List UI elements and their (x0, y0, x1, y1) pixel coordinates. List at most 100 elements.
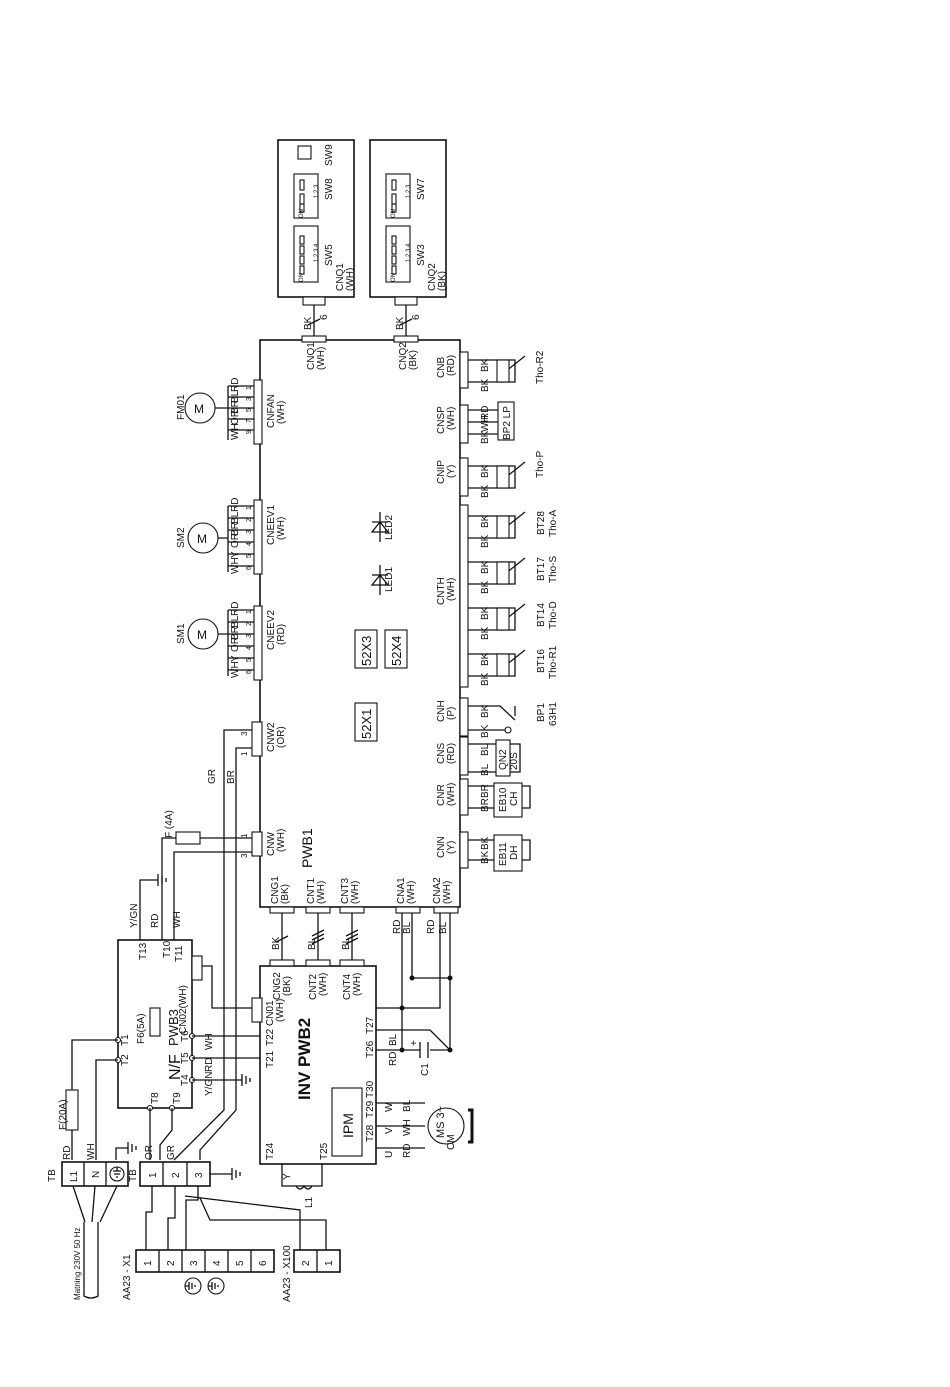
led1-icon (370, 565, 390, 595)
cnq1-label-a: CNQ1 (335, 263, 346, 291)
sensors: BK BK Tho-R2 RD WH BK BP2 LP BK BK Tho-P… (468, 350, 559, 872)
sw3-on: ON (391, 273, 397, 282)
cnth-label: CNTH (436, 577, 447, 605)
sw7-dip[interactable] (385, 173, 411, 219)
sm2-wire-2: BL (230, 511, 241, 524)
tho-a-label: Tho-A (548, 509, 559, 537)
cnr-label: CNR (436, 784, 447, 806)
cng1-color: (BK) (280, 884, 291, 904)
ipm-module (331, 1087, 363, 1157)
switch-board-a: SW9 SW8 ON 1 2 3 ON 1 2 3 4 SW5 CNQ1 (WH… (277, 139, 356, 306)
bt17-wire-2: BK (480, 580, 491, 594)
motor-sm2: M SM2 RD BL BR OR Y WH 1 2 3 4 5 6 (176, 498, 254, 574)
bt16-wire-1: BK (480, 652, 491, 666)
t2-label: T2 (120, 1054, 131, 1066)
bt14-wire-2: BK (480, 626, 491, 640)
comp-wire-wh: WH (402, 1119, 413, 1136)
relay-52x4-label: 52X4 (389, 636, 404, 666)
sm1-wire-6: WH (230, 661, 241, 678)
sm2-pin-4: 4 (246, 542, 253, 546)
comp-wire-rd: RD (402, 1144, 413, 1158)
bt28-label: BT28 (536, 511, 547, 535)
ms-label: MS 3~ (435, 1106, 447, 1138)
cnq1-color: (WH) (316, 347, 327, 370)
sm2-label: SM2 (176, 527, 187, 548)
relay-52x1-label: 52X1 (359, 709, 374, 739)
pwb1-bottom-connectors: CNB (RD) CNSP (WH) CNIP (Y) CNTH (WH) CN… (269, 351, 469, 914)
pwb2-board: INV PWB2 IPM CNG2 (BK) CNT2 (WH) CNT4 (W… (251, 959, 377, 1165)
led1-label: LED1 (384, 567, 395, 592)
sw8-on: ON (299, 209, 305, 218)
sm2-wire-1: RD (230, 498, 241, 512)
cnq1-cable-color: BK (303, 316, 314, 330)
fuse-f6 (149, 1007, 161, 1037)
cnq2-color: (BK) (408, 350, 419, 370)
sm1-pin-4: 4 (246, 646, 253, 650)
cng1-label: CNG1 (270, 876, 281, 904)
cnt4-color: (WH) (352, 973, 363, 996)
sm2-pin-5: 5 (246, 554, 253, 558)
compressor: MS 3~ W V U BL WH RD CM (376, 1099, 474, 1158)
t21-label: T21 (265, 1050, 276, 1068)
cna1-label: CNA1 (396, 877, 407, 904)
cnsp-color: (WH) (446, 407, 457, 430)
t11-wire-color: WH (172, 911, 183, 928)
t6-label: T6 (180, 1030, 191, 1042)
cns-wire-2: BL (480, 763, 491, 776)
x1-pin-2: 2 (166, 1260, 177, 1266)
cnh-wire-2: BK (480, 724, 491, 738)
sm1-pin-5: 5 (246, 658, 253, 662)
cnfan-color: (WH) (276, 401, 287, 424)
bt28-wire-1: BK (480, 514, 491, 528)
sw5-numbers: 1 2 3 4 (314, 243, 320, 262)
cnr-wire-1: BR (480, 784, 491, 798)
fm01-pin-3: 3 (246, 397, 253, 401)
fm01-pin-1: 1 (246, 386, 253, 390)
x100-label: AA23 - X100 (282, 1245, 293, 1302)
pwb3-board: N/F PWB3 F6(5A) T13 T10 T11 T1 T2 T8 T9 … (114, 939, 203, 1112)
sw5-on: ON (299, 273, 305, 282)
fm01-pin-9: 9 (246, 430, 253, 434)
cnfan-label: CNFAN (266, 394, 277, 428)
cna2-wire-2: BL (438, 921, 449, 934)
sm2-pin-1: 1 (246, 506, 253, 510)
tb2-pin-2: 2 (171, 1172, 182, 1178)
bt16-label: BT16 (536, 649, 547, 673)
cng-wire-color: BK (271, 936, 282, 950)
cnh-label: CNH (436, 700, 447, 722)
sw5-dip[interactable] (293, 225, 319, 283)
cnw-label: CNW (266, 832, 277, 856)
aa23-x100: 2 1 AA23 - X100 (282, 1245, 341, 1302)
cna2-wire-1: RD (426, 920, 437, 934)
t10-wire-color: RD (150, 914, 161, 928)
c1-label: C1 (420, 1063, 431, 1076)
pwb1-label: PWB1 (299, 828, 315, 868)
motor-fm01: M FM01 RD BL BR OR WH 1 3 5 7 9 (176, 378, 254, 440)
sm1-pin-2: 2 (246, 622, 253, 626)
sw3-label: SW3 (416, 244, 427, 266)
cnt3-wire-color: BL (341, 937, 352, 950)
cnn-label: CNN (436, 836, 447, 858)
cnt4-label: CNT4 (342, 973, 353, 1000)
bt17-label: BT17 (536, 557, 547, 581)
sw3-numbers: 1 2 3 4 (406, 243, 412, 262)
t29-label: T29 (365, 1100, 376, 1118)
tb2-wire-or: OR (144, 1145, 155, 1160)
x100-pin-2: 2 (301, 1260, 312, 1266)
t27-label: T27 (365, 1016, 376, 1034)
cnb-wire-1: BK (480, 358, 491, 372)
cm-label: CM (446, 1134, 457, 1150)
sm1-pin-3: 3 (246, 634, 253, 638)
sw8-dip[interactable] (293, 173, 319, 219)
sw3-dip[interactable] (385, 225, 411, 283)
t10-label: T10 (162, 940, 173, 958)
sw9-button[interactable] (297, 145, 312, 160)
cnip-label: CNIP (436, 460, 447, 484)
relay-52x3-label: 52X3 (359, 636, 374, 666)
x1-pin-5: 5 (235, 1260, 246, 1266)
tho-r2-label: Tho-R2 (535, 350, 546, 384)
sm1-label: SM1 (176, 623, 187, 644)
cn01-label: CN01 (265, 1000, 276, 1026)
cnsp-wire-3: BK (480, 430, 491, 444)
